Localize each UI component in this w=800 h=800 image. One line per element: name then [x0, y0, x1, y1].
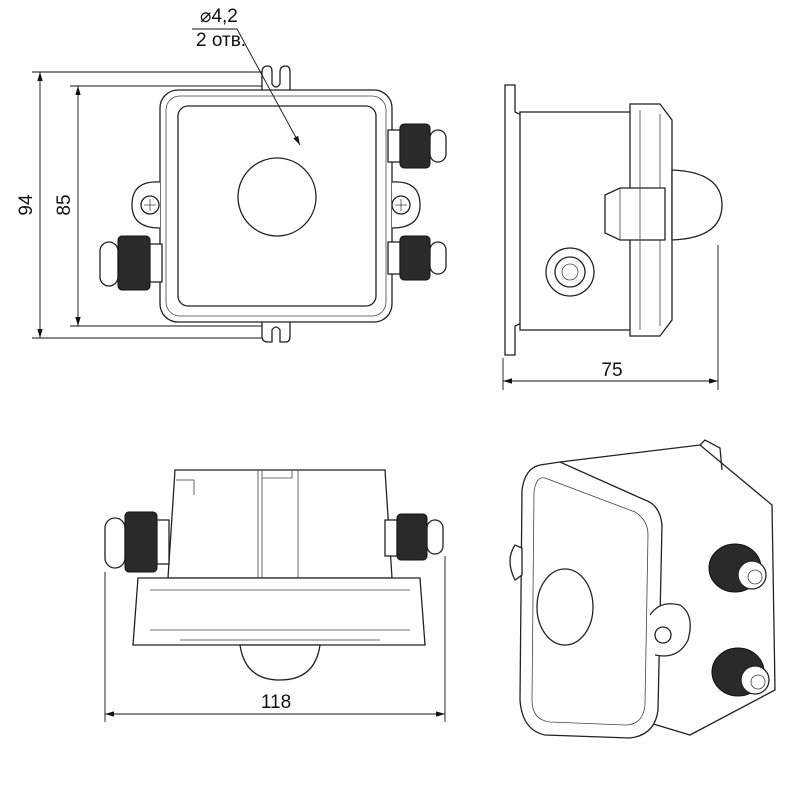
cable-gland-lower — [711, 647, 770, 697]
dim-width: 118 — [261, 692, 291, 713]
cable-gland-top-right — [387, 123, 447, 169]
isometric-view — [509, 439, 776, 739]
front-view — [32, 28, 447, 343]
sensor-dome — [671, 169, 723, 241]
cable-gland-left — [99, 235, 163, 291]
dim-depth: 75 — [601, 360, 622, 381]
hole-diameter-label: ⌀4,2 — [200, 6, 238, 27]
cable-gland-bottom-right — [387, 235, 447, 281]
sensor-dome — [536, 568, 594, 646]
dim-overall-height: 94 — [16, 194, 37, 216]
dim-mount-height: 85 — [54, 194, 75, 215]
sensor-dome — [237, 157, 317, 237]
side-view — [502, 84, 723, 390]
cable-gland-upper — [708, 543, 767, 593]
hole-count-label: 2 отв. — [196, 30, 246, 51]
bottom-view — [104, 469, 446, 722]
sensor-dome — [239, 644, 321, 681]
